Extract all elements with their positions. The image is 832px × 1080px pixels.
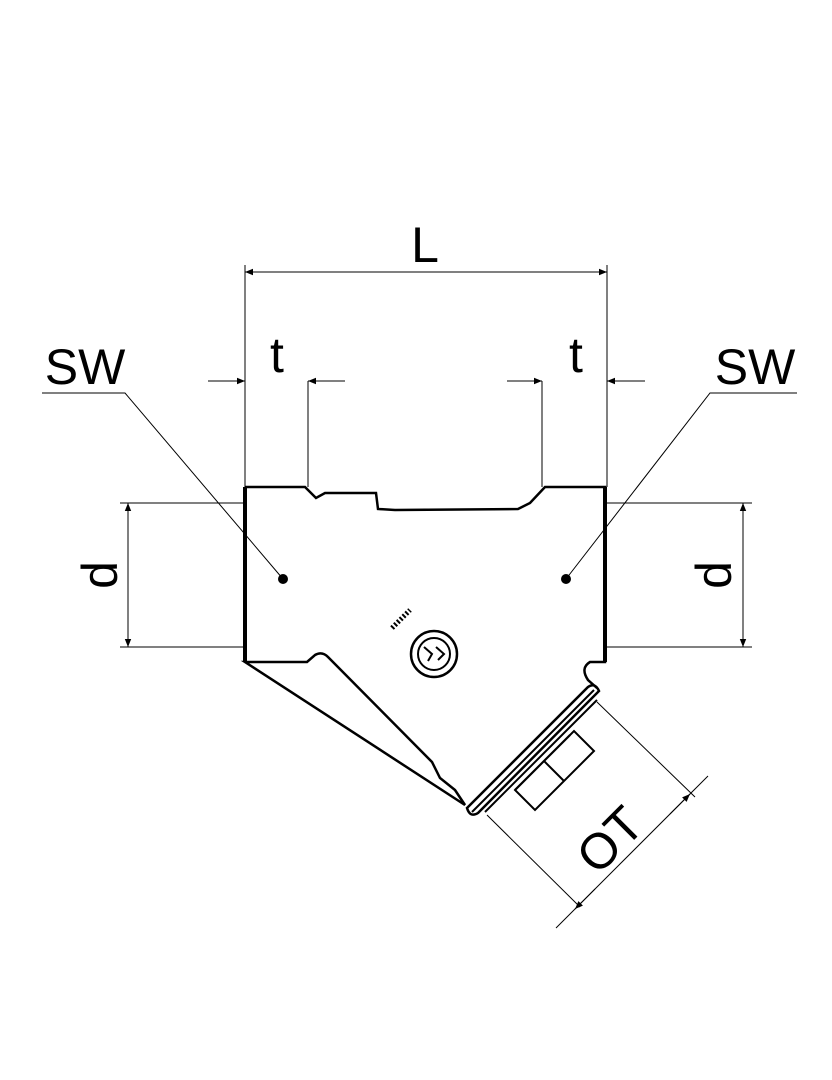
manufacturer-logo [409,629,459,679]
label-t-left: t [270,327,284,383]
label-sw-left: SW [45,339,126,395]
dimension-OT [669,793,691,815]
sw-leader-right [565,392,797,580]
label-t-right: t [569,327,583,383]
strainer-body [240,485,607,807]
label-L: L [411,217,439,273]
arrow-marking [390,608,412,630]
sw-leader-left [42,392,284,580]
strainer-cap [465,683,601,816]
label-d-right: d [686,561,742,589]
label-d-left: d [72,561,128,589]
label-sw-right: SW [715,339,796,395]
label-ot: OT [566,796,655,885]
